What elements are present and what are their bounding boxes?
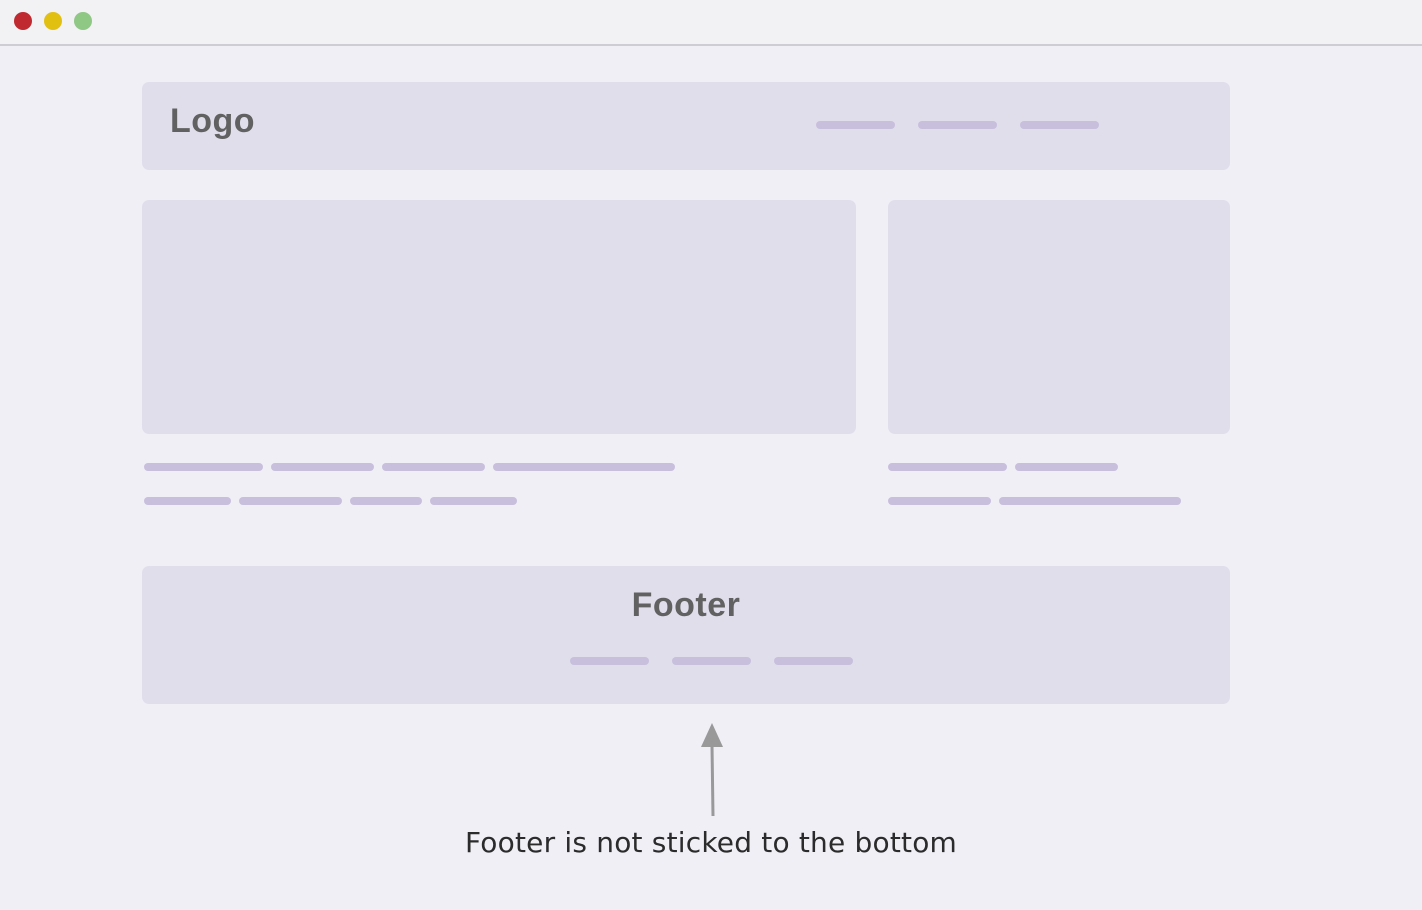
- footer-link-1[interactable]: [570, 657, 649, 665]
- text-line-placeholder: [144, 497, 231, 505]
- text-line-placeholder: [888, 497, 991, 505]
- nav-item-3[interactable]: [1020, 121, 1099, 129]
- text-line-placeholder: [888, 463, 1007, 471]
- text-line-placeholder: [493, 463, 675, 471]
- text-line-placeholder: [271, 463, 374, 471]
- text-line-placeholder: [430, 497, 517, 505]
- arrow-up-icon: [701, 723, 723, 817]
- text-line-placeholder: [144, 463, 263, 471]
- nav-item-1[interactable]: [816, 121, 895, 129]
- maximize-window-button[interactable]: [74, 12, 92, 30]
- logo: Logo: [170, 102, 256, 140]
- minimize-window-button[interactable]: [44, 12, 62, 30]
- text-line-placeholder: [382, 463, 485, 471]
- close-window-button[interactable]: [14, 12, 32, 30]
- text-line-placeholder: [239, 497, 342, 505]
- text-line-placeholder: [1015, 463, 1118, 471]
- footer-title: Footer: [631, 586, 741, 624]
- footer-link-3[interactable]: [774, 657, 853, 665]
- text-line-placeholder: [999, 497, 1181, 505]
- footer-link-2[interactable]: [672, 657, 751, 665]
- window-titlebar: [0, 0, 1422, 46]
- page-header: Logo: [142, 82, 1230, 170]
- annotation-caption: Footer is not sticked to the bottom: [465, 826, 957, 859]
- main-content-block: [142, 200, 856, 434]
- nav-item-2[interactable]: [918, 121, 997, 129]
- text-line-placeholder: [350, 497, 422, 505]
- page-footer: Footer: [142, 566, 1230, 704]
- sidebar-content-block: [888, 200, 1230, 434]
